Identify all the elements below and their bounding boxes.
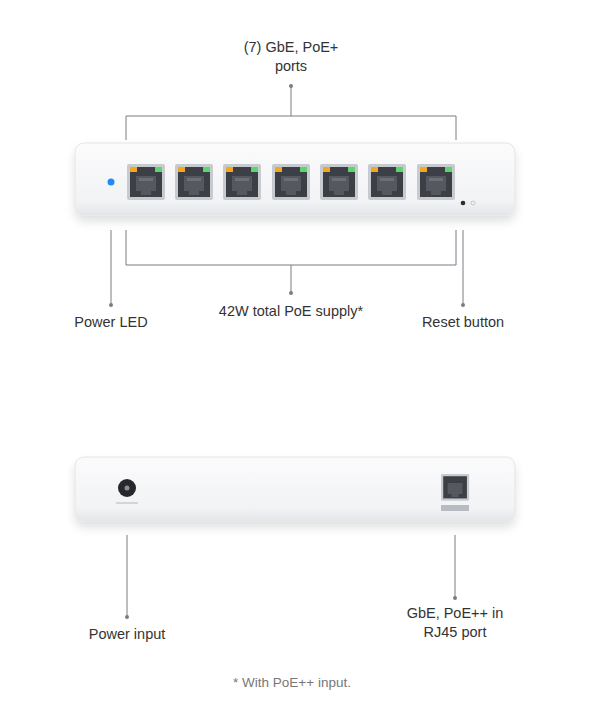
leader-line: [127, 535, 128, 617]
feature-callout: (7) GbE, PoE+ ports: [239, 38, 343, 76]
part-label: Power input: [89, 625, 166, 644]
bracket: [111, 230, 463, 305]
leader-line: [291, 86, 292, 116]
rj45-port: [368, 164, 406, 200]
rj45-port: [417, 164, 455, 200]
power-jack: [118, 479, 136, 497]
reset-icon: [471, 201, 475, 205]
leader-line: [463, 230, 464, 305]
rj45-port: [441, 474, 469, 501]
bracket: [126, 86, 456, 140]
leader-dot: [289, 84, 293, 88]
rj45-port: [127, 164, 165, 200]
footnote: * With PoE++ input.: [233, 675, 351, 690]
part-label: Reset button: [422, 313, 504, 332]
front-panel: [75, 143, 515, 215]
leader-line: [111, 230, 112, 305]
leader-line: [455, 535, 456, 598]
leader-dot: [461, 303, 465, 307]
bracket-line: [126, 116, 456, 140]
leaders: [127, 535, 455, 617]
part-label: GbE, PoE++ in RJ45 port: [403, 604, 507, 642]
part-label: Power LED: [74, 313, 147, 332]
rj45-port: [175, 164, 213, 200]
leader-dot: [453, 596, 457, 600]
switch-body: [75, 457, 515, 521]
switch-body: [75, 143, 515, 215]
power-jack-pin: [125, 486, 130, 491]
power-led: [108, 179, 115, 186]
leader-dot: [125, 615, 129, 619]
power-marking: [116, 502, 138, 504]
leader-line: [291, 265, 292, 293]
reset-button: [461, 201, 466, 206]
back-panel: [75, 457, 515, 521]
port-marking: [441, 505, 469, 511]
leader-dot: [109, 303, 113, 307]
rj45-port: [320, 164, 358, 200]
rj45-port: [272, 164, 310, 200]
bracket-line: [126, 230, 456, 265]
rj45-port: [223, 164, 261, 200]
feature-callout: 42W total PoE supply*: [219, 302, 363, 321]
leader-dot: [289, 291, 293, 295]
